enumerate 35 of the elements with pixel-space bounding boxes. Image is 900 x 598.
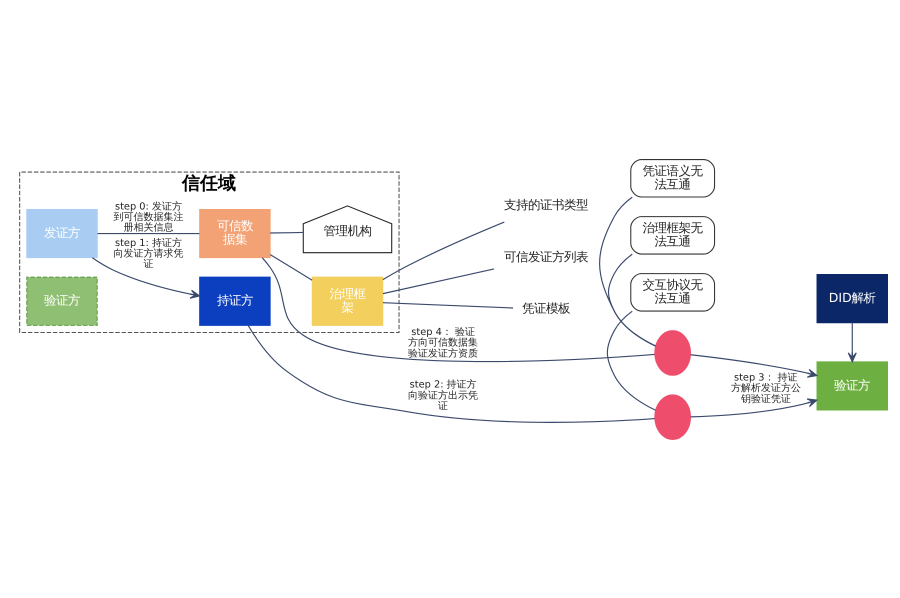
node-box: 持证方 bbox=[199, 276, 271, 326]
node-box: DID解析 bbox=[816, 274, 888, 323]
node-box: 凭证语义无法互通 bbox=[630, 158, 716, 198]
node-text: 支持的证书类型 bbox=[504, 196, 588, 212]
node-box: 治理框架无法互通 bbox=[630, 216, 716, 254]
node-text: 可信发证方列表 bbox=[504, 248, 588, 264]
edge-label: step 3： 持证方解析发证方公钥验证凭证 bbox=[730, 372, 801, 404]
node-box: 验证方 bbox=[816, 360, 888, 410]
node-circle bbox=[654, 394, 692, 440]
edge-label: step 0: 发证方到可信数据集注册相关信息 bbox=[113, 200, 184, 234]
node-box: 验证方 bbox=[26, 276, 98, 326]
edge-label: step 4： 验证方向可信数据集验证发证方资质 bbox=[408, 326, 478, 359]
connector bbox=[270, 231, 304, 234]
node-box: 发证方 bbox=[26, 208, 98, 258]
edge-label: step 2: 持证方向验证方出示凭证 bbox=[408, 379, 478, 412]
connector bbox=[270, 254, 312, 280]
arrow bbox=[690, 398, 818, 417]
connector bbox=[382, 302, 514, 308]
edge-label: step 1: 持证方向发证方请求凭证 bbox=[113, 237, 184, 270]
arrow bbox=[92, 256, 200, 298]
node-text: 凭证模板 bbox=[522, 300, 570, 316]
connector bbox=[382, 268, 494, 294]
connector bbox=[606, 310, 656, 410]
connector bbox=[599, 196, 656, 346]
node-box: 可信数据集 bbox=[199, 208, 271, 258]
arrow bbox=[848, 322, 857, 362]
connector bbox=[608, 253, 656, 346]
node-box: 交互协议无法互通 bbox=[630, 272, 716, 312]
connector bbox=[382, 221, 505, 280]
connector bbox=[262, 256, 655, 362]
node-box: 治理框架 bbox=[312, 276, 384, 326]
node-circle bbox=[654, 330, 692, 376]
arrow bbox=[690, 354, 818, 378]
connector bbox=[248, 324, 655, 422]
connector bbox=[98, 232, 200, 234]
